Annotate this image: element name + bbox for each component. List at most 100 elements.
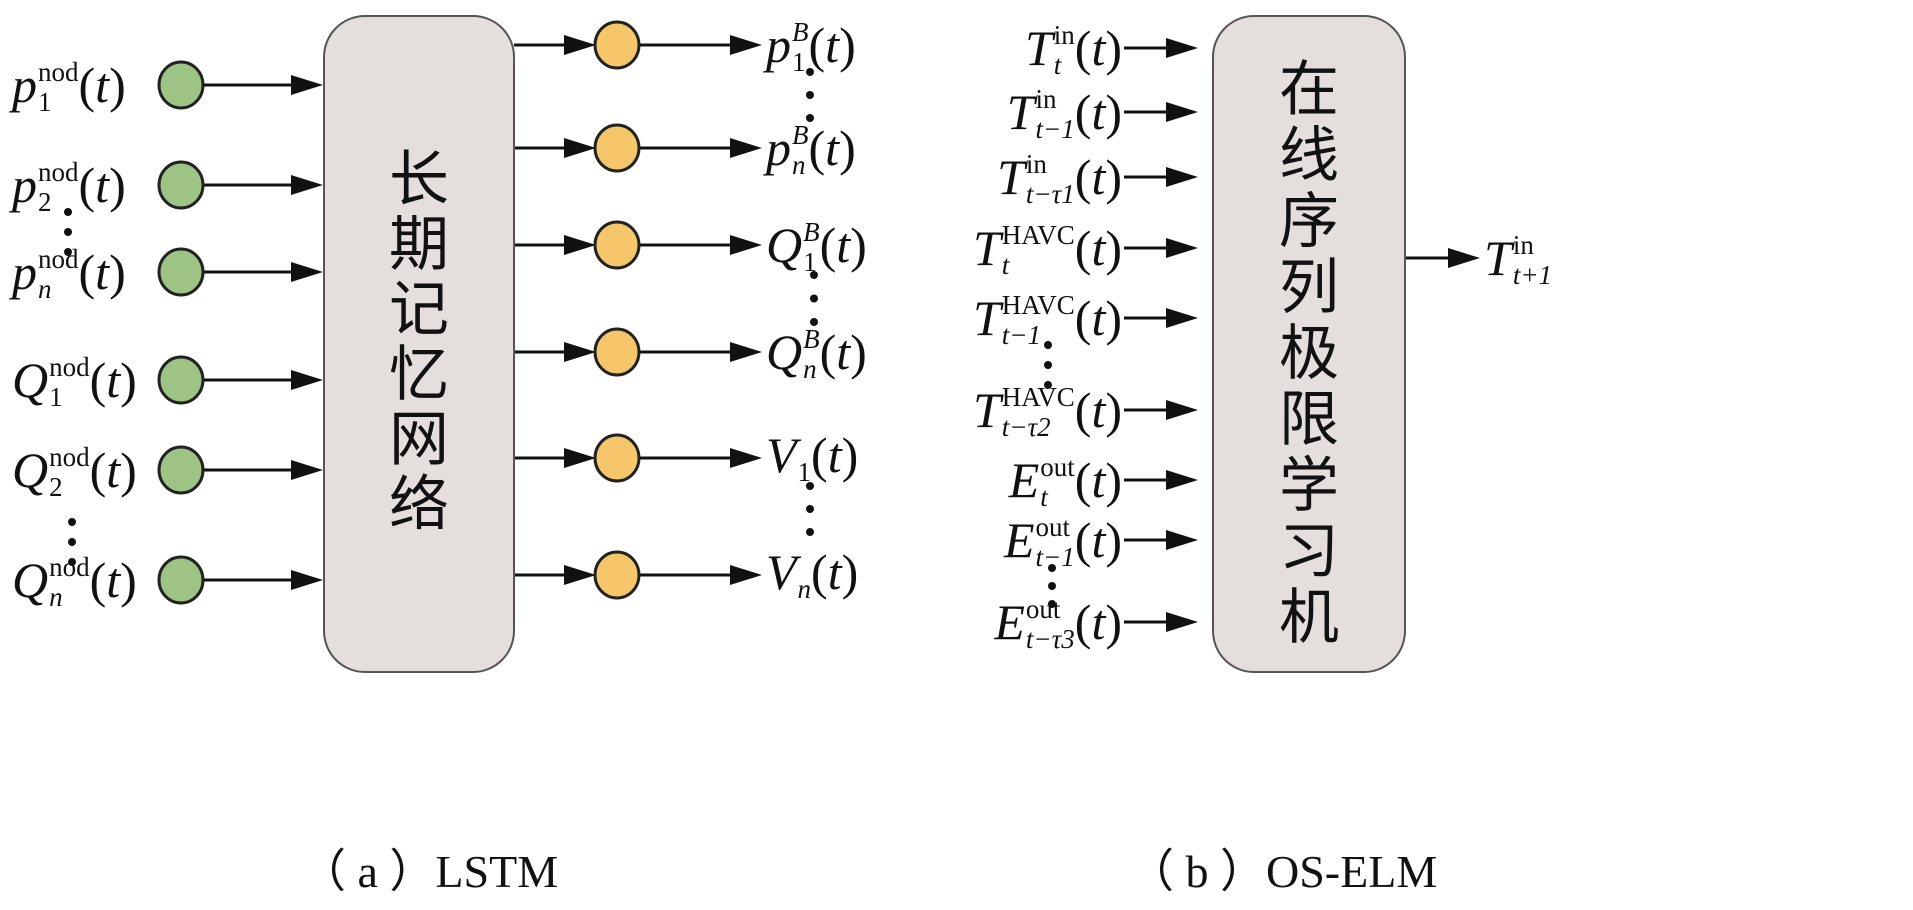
lstm-box-char: 长	[389, 145, 449, 215]
label-subscript: n	[803, 354, 817, 384]
input-node	[157, 60, 205, 110]
ellipsis-dot	[1048, 582, 1056, 590]
label-argument: (t)	[1074, 84, 1122, 140]
label-argument: (t)	[1074, 290, 1122, 346]
oselm-input-arrow-arrowhead	[1166, 102, 1198, 122]
label-subscript: n	[797, 574, 812, 604]
label-subscript: t	[1001, 250, 1010, 280]
label-superscript: B	[792, 120, 809, 150]
label-subscript: 1	[49, 382, 63, 412]
label-base: T	[972, 220, 1001, 276]
output-node	[593, 327, 641, 377]
label-argument: (t)	[78, 157, 126, 213]
lstm-box-char: 网	[389, 405, 449, 475]
label-subscript: t−τ1	[1025, 179, 1075, 209]
label-base: T	[1484, 230, 1512, 286]
caption-oselm: （ b ）OS-ELM	[1128, 846, 1438, 897]
input-node	[157, 555, 205, 605]
oselm-input-arrow-arrowhead	[1166, 308, 1198, 328]
oselm-input-arrow-arrowhead	[1166, 167, 1198, 187]
ellipsis-dot	[68, 558, 76, 566]
oselm-box-char: 极	[1279, 319, 1339, 389]
label-superscript: HAVC	[1001, 220, 1075, 250]
ellipsis-dot	[810, 271, 818, 279]
label-base: E	[1008, 452, 1040, 508]
input-arrow-arrowhead	[291, 570, 323, 590]
label-subscript: t	[1040, 482, 1048, 512]
label-superscript: B	[803, 324, 820, 354]
lstm-to-node-arrowhead	[564, 138, 596, 158]
label-base: E	[1004, 512, 1035, 568]
label-base: p	[12, 157, 37, 213]
label-argument: (t)	[78, 244, 126, 300]
input-node	[157, 445, 205, 495]
lstm-to-node-arrowhead	[564, 235, 596, 255]
label-argument: (t)	[1074, 382, 1122, 438]
ellipsis-dot	[1044, 381, 1052, 389]
lstm-to-node-arrowhead	[564, 448, 596, 468]
label-superscript: B	[803, 217, 820, 247]
label-argument: (t)	[811, 544, 859, 600]
oselm-box-char: 序	[1279, 187, 1339, 257]
label-scripts: n	[798, 568, 812, 603]
label-superscript: nod	[38, 157, 79, 187]
label-superscript: nod	[49, 552, 90, 582]
ellipsis-dot	[1044, 361, 1052, 369]
label-subscript: n	[49, 582, 63, 612]
label-subscript: t−1	[1035, 114, 1075, 144]
caption-lstm: （ a ）LSTM	[300, 846, 559, 897]
label-subscript: 1	[803, 247, 817, 277]
label-argument: (t)	[89, 552, 137, 608]
label-base: Q	[12, 442, 49, 498]
label-base: V	[766, 544, 797, 600]
label-base: Q	[12, 352, 49, 408]
lstm-box-char: 记	[389, 275, 449, 345]
label-argument: (t)	[89, 442, 137, 498]
ellipsis-dot	[1048, 564, 1056, 572]
label-subscript: 2	[38, 187, 52, 217]
lstm-box-char: 期	[389, 210, 449, 280]
ellipsis-dot	[806, 68, 814, 76]
label-base: V	[766, 427, 797, 483]
oselm-input-arrow-arrowhead	[1166, 238, 1198, 258]
input-node	[157, 355, 205, 405]
label-base: T	[1024, 20, 1053, 76]
lstm-box-char: 络	[389, 470, 449, 540]
label-subscript: n	[38, 274, 52, 304]
label-superscript: B	[792, 17, 809, 47]
label-argument: (t)	[78, 57, 126, 113]
output-arrow-arrowhead	[730, 565, 762, 585]
label-argument: (t)	[819, 217, 867, 273]
ellipsis-dot	[64, 228, 72, 236]
label-argument: (t)	[808, 120, 856, 176]
label-subscript: n	[792, 150, 806, 180]
output-node	[593, 20, 641, 70]
label-subscript: 1	[797, 457, 812, 487]
label-argument: (t)	[811, 427, 859, 483]
ellipsis-dot	[64, 248, 72, 256]
label-subscript: t+1	[1512, 260, 1553, 290]
